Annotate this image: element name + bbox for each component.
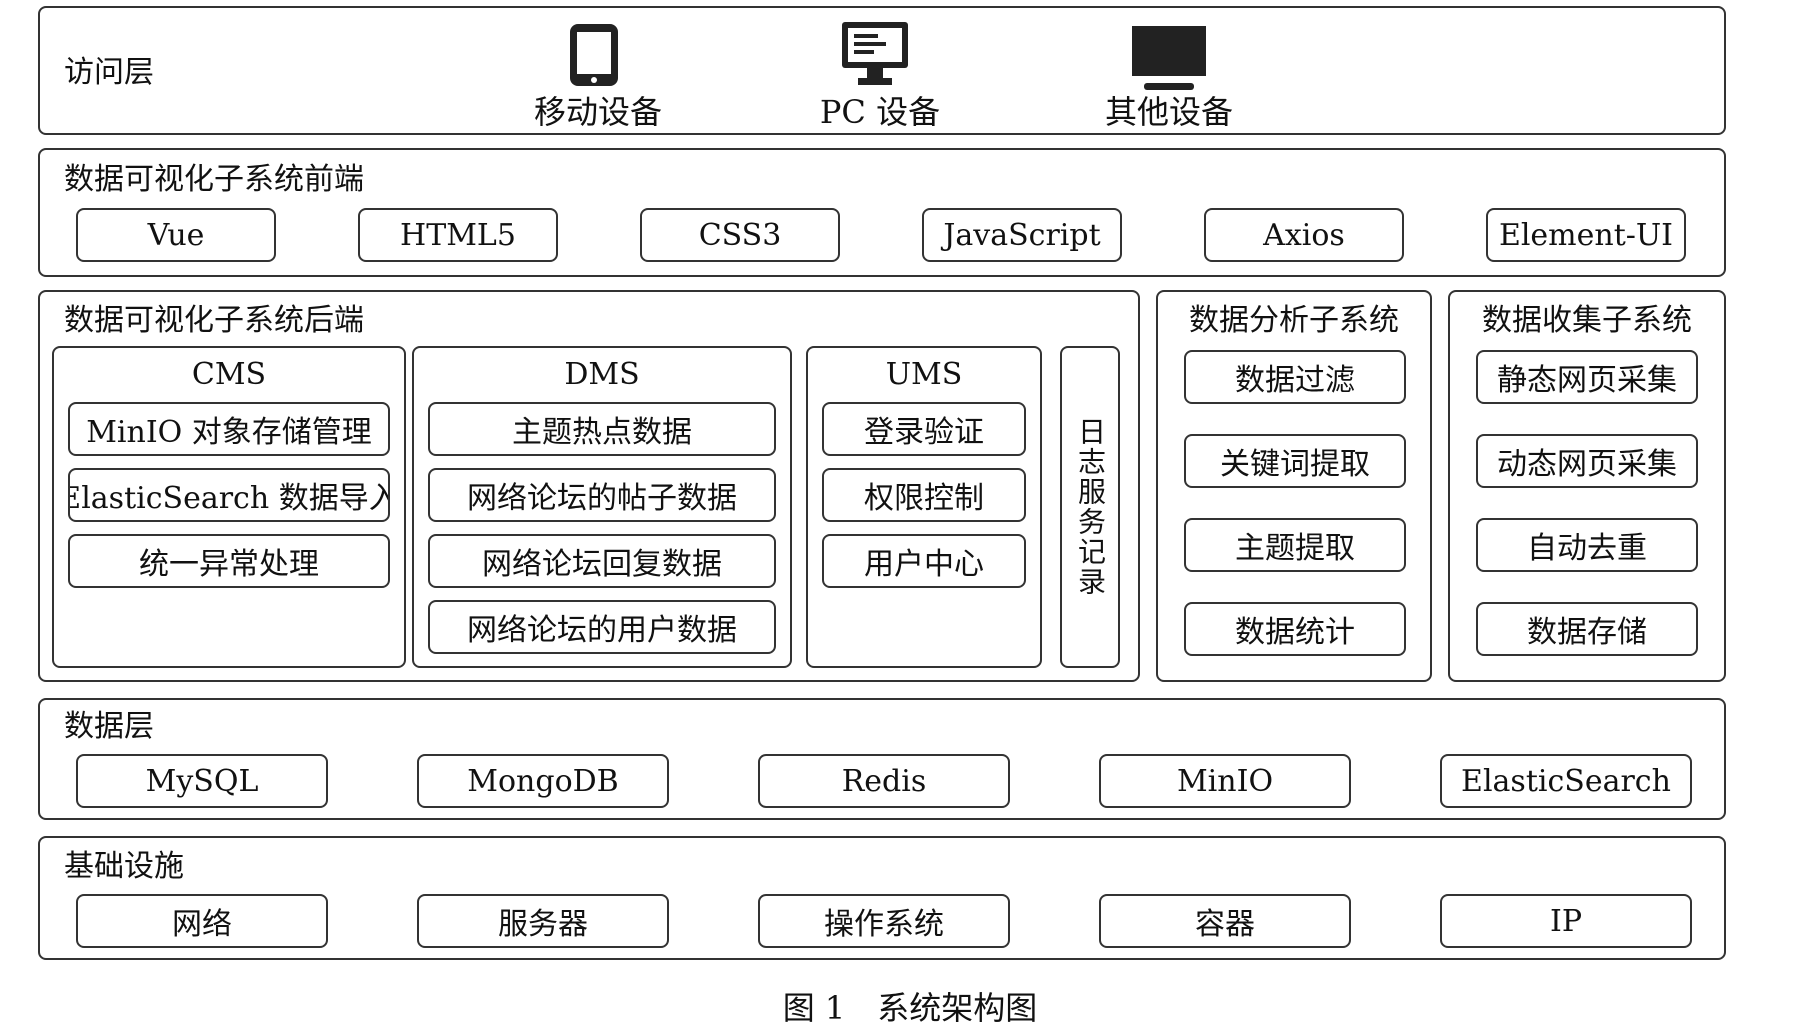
cms-item-minio-storage: MinIO 对象存储管理 (68, 402, 390, 456)
cms-module-title: CMS (191, 357, 267, 392)
infra-item-container: 容器 (1099, 894, 1351, 948)
analysis-item-data-filter: 数据过滤 (1184, 350, 1406, 404)
dms-module-title: DMS (564, 357, 640, 392)
data-item-redis: Redis (758, 754, 1010, 808)
collection-subsystem-title: 数据收集子系统 (1482, 303, 1692, 338)
access-layer-title: 访问层 (64, 55, 154, 90)
collection-item-dynamic-crawl: 动态网页采集 (1476, 434, 1698, 488)
frontend-layer (38, 148, 1726, 277)
data-item-elasticsearch: ElasticSearch (1440, 754, 1692, 808)
frontend-item-css3: CSS3 (640, 208, 840, 262)
analysis-subsystem-title: 数据分析子系统 (1189, 303, 1399, 338)
infra-item-server: 服务器 (417, 894, 669, 948)
data-item-minio: MinIO (1099, 754, 1351, 808)
data-layer-title: 数据层 (64, 709, 154, 744)
backend-layer-title: 数据可视化子系统后端 (64, 303, 364, 338)
frontend-item-element-ui: Element-UI (1486, 208, 1686, 262)
infra-item-network: 网络 (76, 894, 328, 948)
dms-item-topic-hotspot: 主题热点数据 (428, 402, 776, 456)
data-item-mongodb: MongoDB (417, 754, 669, 808)
ums-item-login-verification: 登录验证 (822, 402, 1026, 456)
analysis-item-data-statistics: 数据统计 (1184, 602, 1406, 656)
frontend-item-javascript: JavaScript (922, 208, 1122, 262)
mobile-device-label: 移动设备 (533, 93, 662, 131)
desktop-monitor-icon (842, 22, 908, 85)
log-service-module: 日志服务记录 (1060, 346, 1120, 668)
ums-module-title: UMS (885, 357, 963, 392)
other-device-label: 其他设备 (1104, 93, 1233, 131)
frontend-item-axios: Axios (1204, 208, 1404, 262)
frontend-item-html5: HTML5 (358, 208, 558, 262)
frontend-item-vue: Vue (76, 208, 276, 262)
collection-item-static-crawl: 静态网页采集 (1476, 350, 1698, 404)
pc-device-label: PC 设备 (819, 93, 941, 131)
dms-item-forum-replies: 网络论坛回复数据 (428, 534, 776, 588)
dms-item-forum-users: 网络论坛的用户数据 (428, 600, 776, 654)
analysis-item-keyword-extraction: 关键词提取 (1184, 434, 1406, 488)
dms-item-forum-posts: 网络论坛的帖子数据 (428, 468, 776, 522)
cms-item-elasticsearch-import: ElasticSearch 数据导入 (68, 468, 390, 522)
ums-item-user-center: 用户中心 (822, 534, 1026, 588)
cms-item-exception-handling: 统一异常处理 (68, 534, 390, 588)
frontend-layer-title: 数据可视化子系统前端 (64, 162, 364, 197)
mobile-phone-icon (570, 24, 618, 86)
data-item-mysql: MySQL (76, 754, 328, 808)
infra-item-os: 操作系统 (758, 894, 1010, 948)
analysis-item-topic-extraction: 主题提取 (1184, 518, 1406, 572)
infra-item-ip: IP (1440, 894, 1692, 948)
infrastructure-layer-title: 基础设施 (64, 849, 184, 884)
collection-item-dedup: 自动去重 (1476, 518, 1698, 572)
ums-item-permission-control: 权限控制 (822, 468, 1026, 522)
display-device-icon (1132, 26, 1206, 90)
figure-caption: 图 1 系统架构图 (782, 989, 1038, 1027)
collection-item-data-storage: 数据存储 (1476, 602, 1698, 656)
